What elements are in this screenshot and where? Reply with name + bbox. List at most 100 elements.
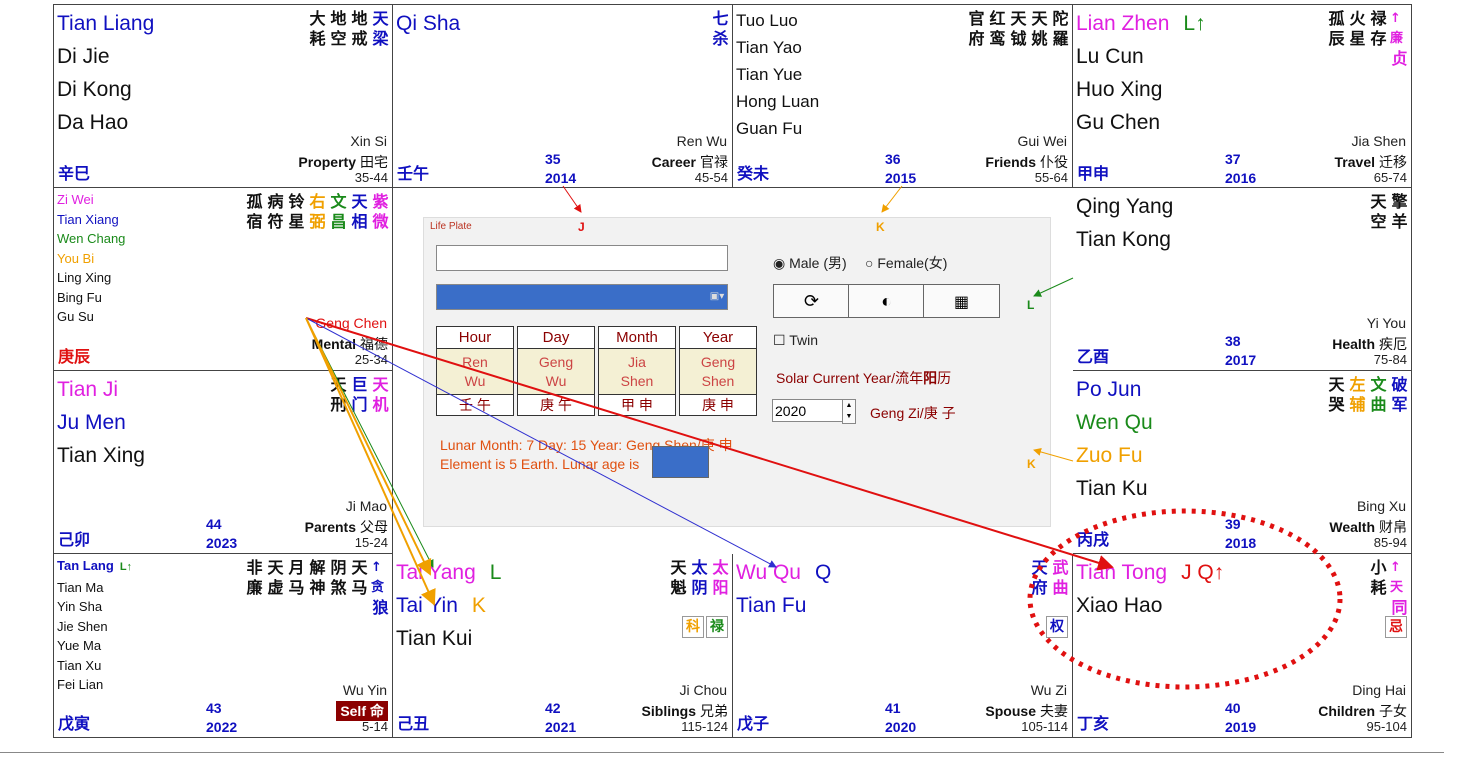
hanzi-char: 机 — [372, 395, 389, 414]
spinner-icon[interactable]: ▲▼ — [842, 399, 856, 424]
hanzi-column: 破军 — [1390, 375, 1409, 415]
star-name[interactable]: Hong Luan — [736, 92, 820, 111]
star-name[interactable]: Da Hao — [57, 111, 129, 134]
star-name[interactable]: Di Jie — [57, 45, 110, 68]
star-name[interactable]: Tian Liang — [57, 12, 155, 35]
hanzi-column: 非廉 — [245, 558, 264, 618]
star-name[interactable]: Tian Xu — [57, 657, 102, 673]
hanzi-char: 七 — [712, 9, 729, 28]
gender-female-radio[interactable]: ○ Female(女) — [865, 253, 947, 273]
date-select[interactable]: ▣▾ — [436, 284, 728, 310]
star-name[interactable]: Wen Qu — [1076, 411, 1153, 434]
hanzi-column: 文昌 — [329, 192, 348, 232]
star-name[interactable]: Xiao Hao — [1076, 594, 1163, 617]
star-name[interactable]: Tian Xing — [57, 444, 145, 467]
hanzi-column: 天空 — [1369, 192, 1388, 232]
star-name[interactable]: Huo Xing — [1076, 78, 1163, 101]
star-name[interactable]: Guan Fu — [736, 119, 803, 138]
age-number: 43 — [206, 700, 222, 716]
star-name[interactable]: Ling Xing — [57, 270, 112, 285]
star-name[interactable]: Tian Kui — [396, 627, 473, 650]
star-name[interactable]: Lu Cun — [1076, 45, 1144, 68]
star-name[interactable]: Tian Ji — [57, 378, 119, 401]
star-name[interactable]: Tian Yue — [736, 65, 803, 84]
gender-male-radio[interactable]: ◉ Male (男) — [773, 253, 847, 273]
star-name[interactable]: Zi Wei — [57, 192, 94, 207]
star-name[interactable]: Ju Men — [57, 411, 126, 434]
age-range: 45-54 — [694, 170, 728, 185]
star-name[interactable]: Zuo Fu — [1076, 444, 1143, 467]
transform-badge: 忌 — [1385, 616, 1407, 638]
hanzi-char: 火 — [1349, 9, 1366, 28]
star-name[interactable]: Tian Ku — [1076, 477, 1148, 500]
hanzi-char: 红 — [989, 9, 1006, 28]
hanzi-char: 太 — [691, 558, 708, 577]
star-name[interactable]: Fei Lian — [57, 677, 104, 692]
star-name[interactable]: Tuo Luo — [736, 11, 798, 30]
twin-checkbox[interactable]: ☐ Twin — [773, 332, 818, 349]
hanzi-column: 月马 — [287, 558, 306, 618]
year-number: 2023 — [206, 535, 238, 551]
contrast-button[interactable]: ◐ — [848, 284, 925, 318]
year-input[interactable]: 2020 ▲▼ — [772, 399, 856, 424]
star-name[interactable]: Po Jun — [1076, 378, 1142, 401]
star-name[interactable]: You Bi — [57, 250, 95, 266]
star-name[interactable]: Tian Ma — [57, 579, 104, 595]
hanzi-char: ↑廉 — [1390, 11, 1404, 46]
star-name[interactable]: Tian Yao — [736, 38, 802, 57]
star-name[interactable]: Tian Xiang — [57, 211, 119, 227]
hanzi-column: 孤宿 — [245, 192, 264, 232]
hanzi-column: 大耗 — [308, 9, 327, 49]
star-name[interactable]: Tian Fu — [736, 594, 807, 617]
star-name[interactable]: Di Kong — [57, 78, 132, 101]
star-name[interactable]: Bing Fu — [57, 289, 102, 305]
star-name[interactable]: Yue Ma — [57, 638, 102, 653]
refresh-button[interactable]: ⟳ — [773, 284, 850, 318]
hanzi-char: 天 — [1328, 375, 1345, 394]
hanzi-char: 贞 — [1391, 49, 1408, 68]
star-name[interactable]: Tian Kong — [1076, 228, 1171, 251]
pillar-hanzi: 庚 申 — [702, 397, 734, 413]
year-number: 2017 — [1225, 352, 1257, 368]
star-name[interactable]: Wen Chang — [57, 231, 126, 246]
hanzi-char: 阴 — [691, 578, 708, 597]
lunar-age-field[interactable] — [652, 446, 709, 478]
hanzi-column: 官府 — [967, 9, 986, 49]
star-name[interactable]: Gu Chen — [1076, 111, 1161, 134]
star-name[interactable]: Jie Shen — [57, 618, 108, 634]
star-list: Tian Liang Di Jie Di Kong Da Hao — [57, 7, 154, 139]
transform-tag: L — [489, 561, 502, 584]
dropdown-icon[interactable]: ▣▾ — [707, 285, 727, 309]
year-number: 2020 — [885, 719, 917, 735]
hanzi-char: 太 — [712, 558, 729, 577]
name-input[interactable] — [436, 245, 728, 271]
star-name[interactable]: Qi Sha — [396, 12, 461, 35]
earthly-branch: 己卯 — [58, 530, 91, 549]
hanzi-column: 天刑 — [329, 375, 348, 415]
keyboard-button[interactable]: ▦ — [923, 284, 1000, 318]
pillar-hanzi: 庚 午 — [540, 397, 572, 413]
star-name[interactable]: Qing Yang — [1076, 195, 1174, 218]
hanzi-char: 病 — [267, 192, 284, 211]
star-name[interactable]: Gu Su — [57, 309, 94, 324]
star-name[interactable]: Yin Sha — [57, 599, 103, 614]
hanzi-char: 梁 — [372, 29, 389, 48]
